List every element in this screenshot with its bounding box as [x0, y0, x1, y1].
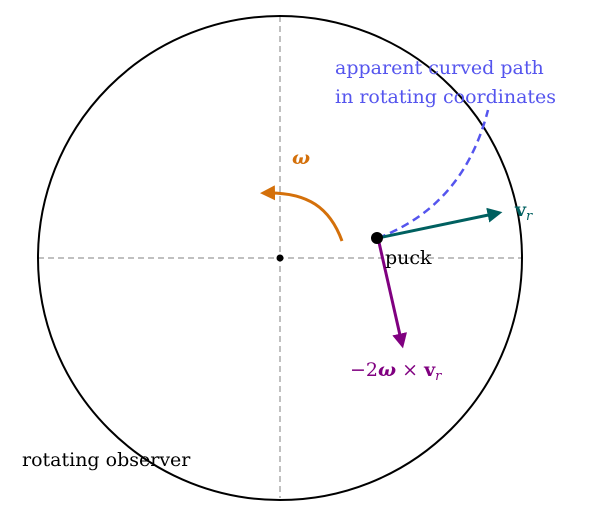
velocity-label: vr — [514, 199, 533, 224]
puck — [371, 232, 383, 244]
velocity-arrow — [377, 207, 503, 240]
path-label-line1: apparent curved path — [335, 57, 544, 79]
observer-label: rotating observer — [22, 449, 191, 471]
omega-rotation-arrow — [260, 185, 344, 242]
puck-label: puck — [385, 247, 432, 269]
coriolis-arrow — [376, 237, 407, 349]
coriolis-label: −2ω × vr — [350, 359, 442, 384]
center-point — [276, 254, 284, 262]
omega-label: ω — [292, 147, 310, 169]
rotating-disk — [37, 15, 523, 501]
path-label-line2: in rotating coordinates — [335, 86, 556, 108]
apparent-path-curve — [377, 109, 490, 240]
